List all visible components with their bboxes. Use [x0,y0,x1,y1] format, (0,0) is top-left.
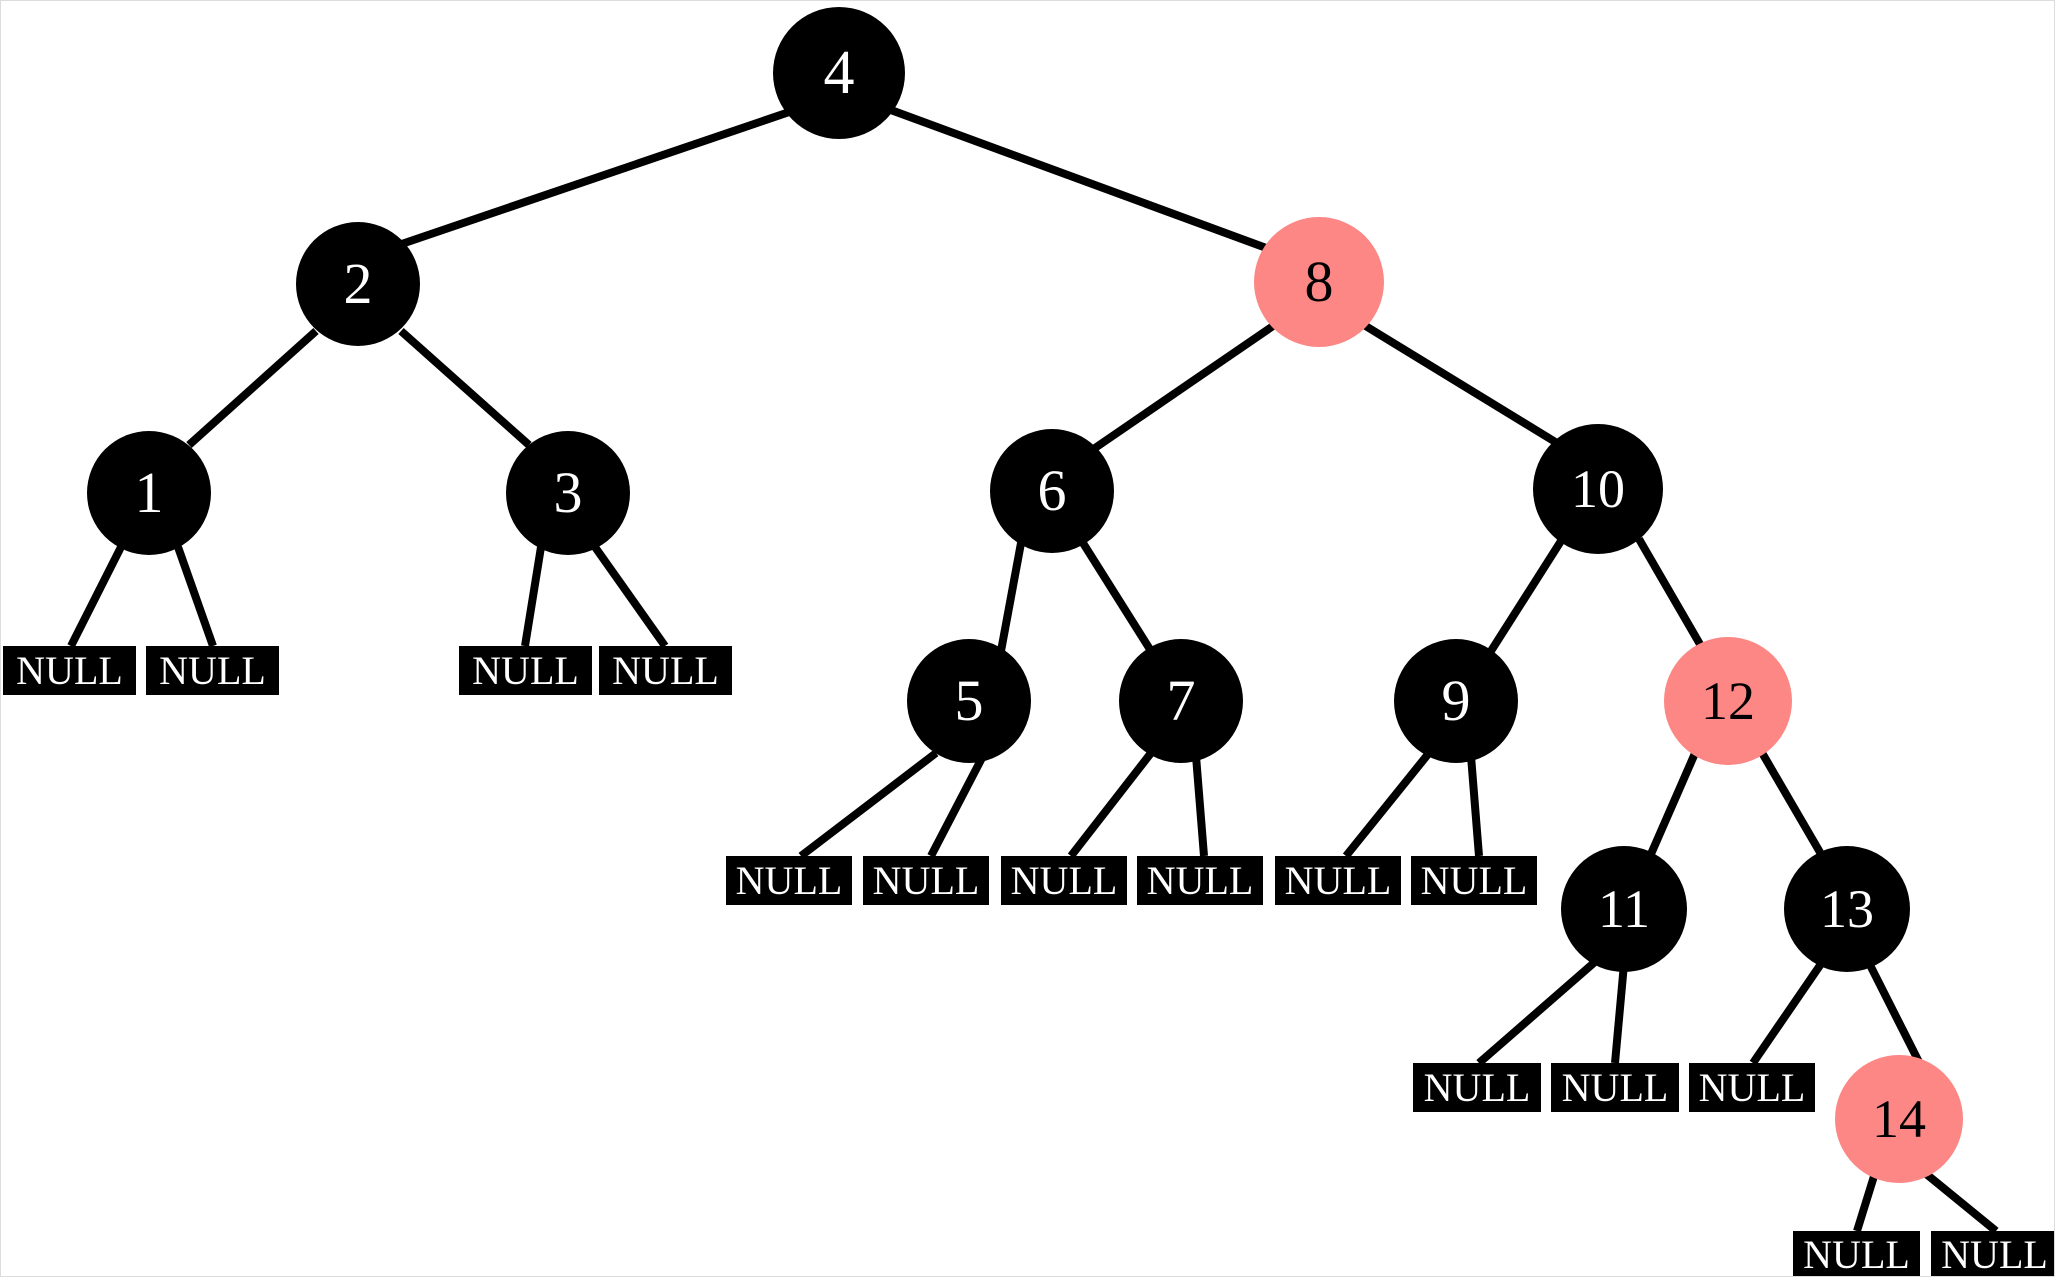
tree-node-5[interactable]: 5 [907,639,1031,763]
null-leaf-null13L: NULL [1689,1063,1815,1112]
tree-node-12[interactable]: 12 [1664,637,1792,765]
tree-edge [1853,1171,1879,1233]
tree-edge [591,544,669,649]
null-leaf-null9R: NULL [1411,856,1537,905]
null-leaf-null1R: NULL [146,646,279,695]
null-leaf-null1L: NULL [3,646,136,695]
tree-edge [1922,1169,1999,1235]
tree-node-4[interactable]: 4 [773,7,905,139]
tree-node-11[interactable]: 11 [1561,846,1687,972]
null-leaf-null5L: NULL [726,856,852,905]
tree-edge [1757,748,1825,857]
tree-edge [398,328,532,448]
tree-node-6[interactable]: 6 [990,429,1114,553]
tree-edge [878,102,1271,253]
tree-edge [382,104,803,254]
tree-edge [927,754,987,858]
tree-node-3[interactable]: 3 [506,431,630,555]
tree-node-14[interactable]: 14 [1835,1055,1963,1183]
null-leaf-null14L: NULL [1793,1231,1920,1276]
tree-node-1[interactable]: 1 [87,431,211,555]
tree-edge [1467,755,1483,857]
tree-edge [1647,749,1700,856]
tree-edge [1749,958,1827,1066]
tree-edge [186,328,319,448]
tree-edge [1361,321,1560,447]
tree-edge [1476,957,1599,1067]
tree-node-13[interactable]: 13 [1784,846,1910,972]
tree-edge [798,749,939,860]
tree-edge [1635,536,1705,649]
tree-edge [1487,538,1565,654]
tree-node-10[interactable]: 10 [1533,424,1663,554]
null-leaf-null3R: NULL [599,646,732,695]
tree-edge [1067,750,1155,859]
tree-edge [1092,322,1276,452]
tree-edge [174,545,217,648]
tree-edge [1865,961,1925,1068]
tree-node-2[interactable]: 2 [296,222,420,346]
tree-edge [1342,750,1433,859]
tree-edge [67,545,125,648]
null-leaf-null5R: NULL [863,856,989,905]
tree-edge [997,542,1025,652]
tree-node-8[interactable]: 8 [1254,217,1384,347]
tree-edge [1192,755,1208,857]
null-leaf-null11L: NULL [1413,1063,1541,1112]
tree-node-7[interactable]: 7 [1119,639,1243,763]
tree-node-9[interactable]: 9 [1394,639,1518,763]
null-leaf-null9L: NULL [1275,856,1401,905]
null-leaf-null7R: NULL [1137,856,1263,905]
null-leaf-null7L: NULL [1001,856,1127,905]
null-leaf-null14R: NULL [1931,1231,2054,1276]
tree-edge [1079,540,1155,654]
tree-edge [521,546,545,647]
tree-edge [1611,963,1628,1064]
null-leaf-null3L: NULL [459,646,592,695]
null-leaf-null11R: NULL [1551,1063,1679,1112]
